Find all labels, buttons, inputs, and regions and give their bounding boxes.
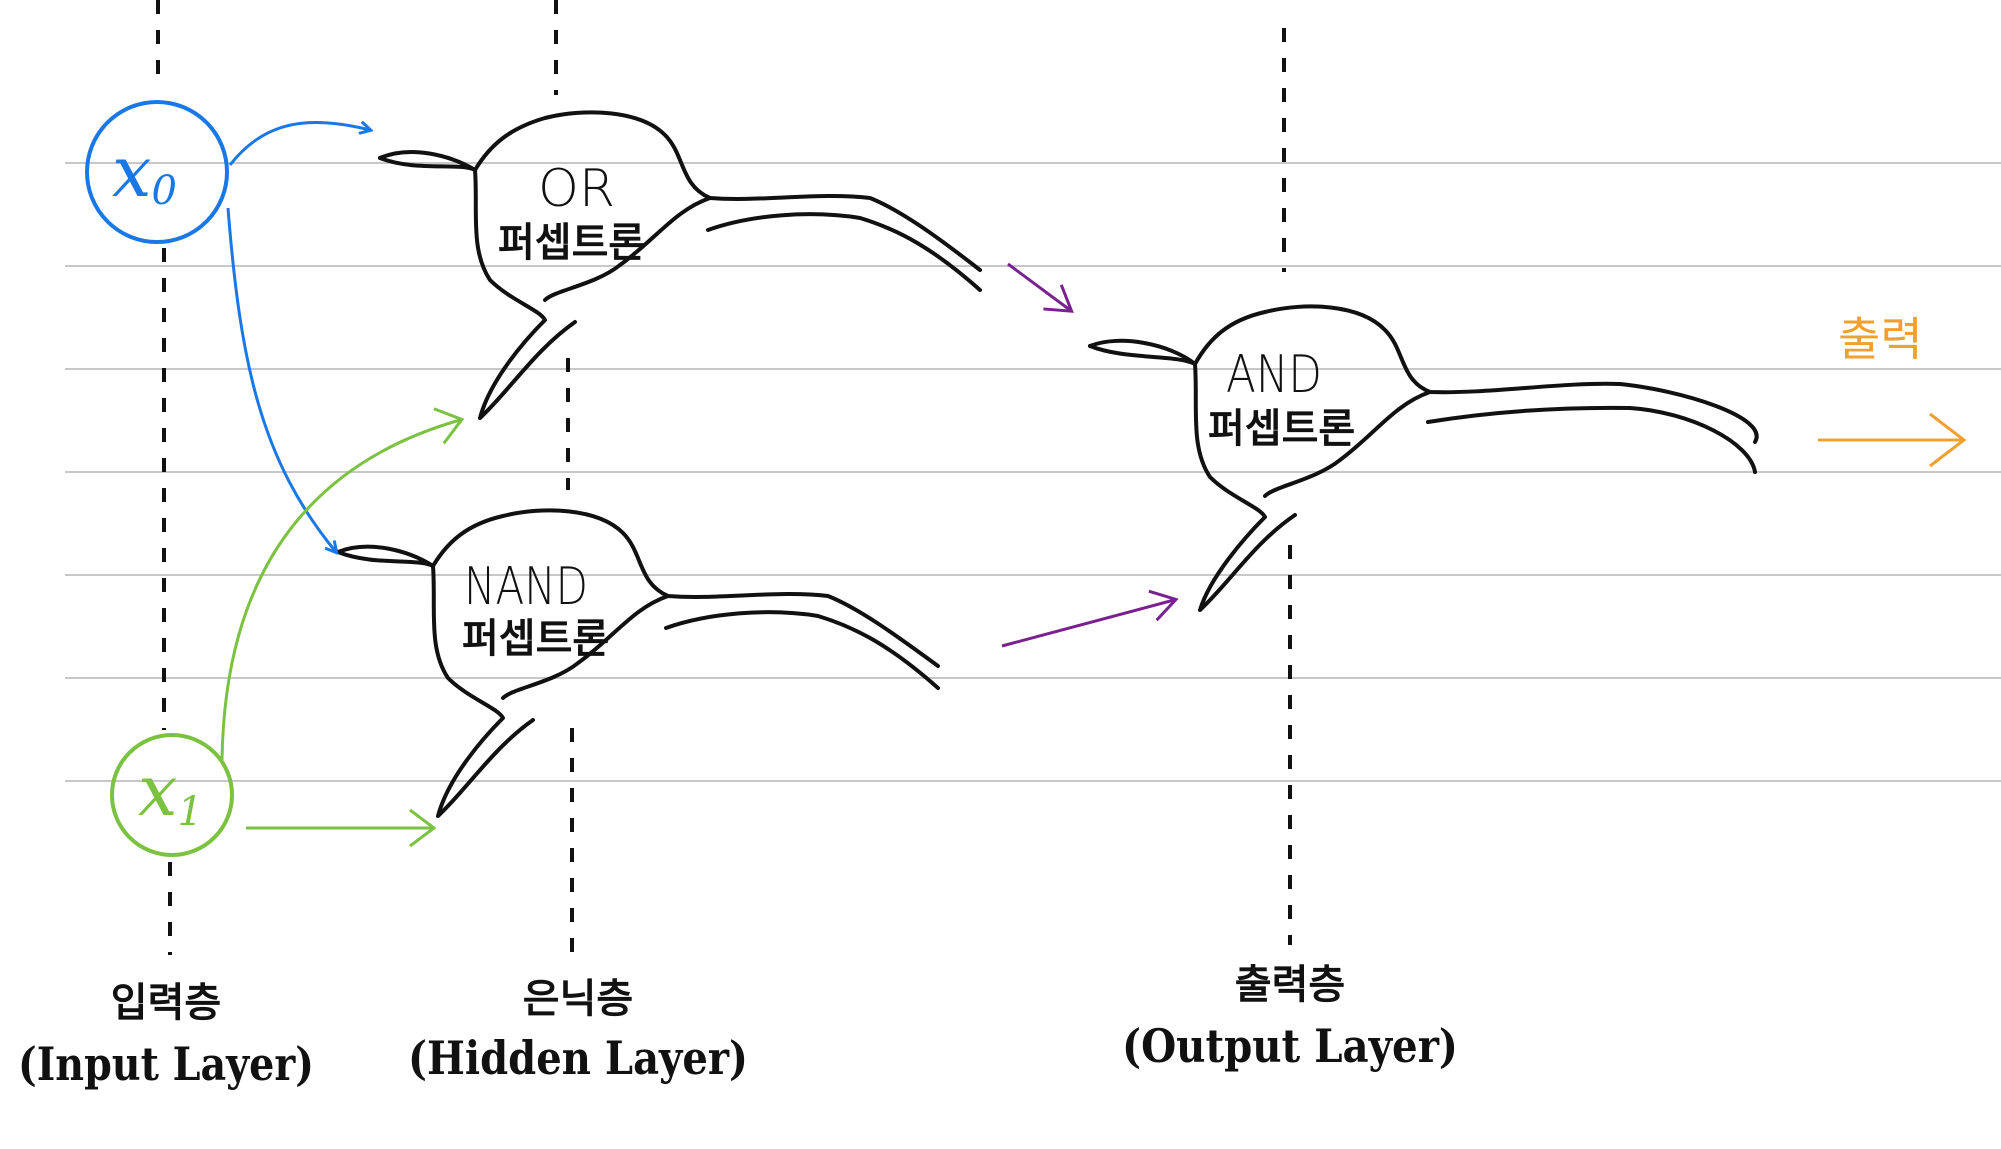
- or-gate-label: OR: [538, 159, 615, 219]
- nand-perceptron-neuron: [336, 508, 940, 818]
- x0-symbol: x: [112, 131, 151, 213]
- nand-perceptron-label: 퍼셉트론: [462, 616, 609, 662]
- edge-nand-to-and: [1001, 589, 1179, 648]
- output-layer-label-ko: 출력층: [1235, 962, 1345, 1008]
- or-perceptron-label: 퍼셉트론: [498, 220, 645, 266]
- x1-symbol: x: [138, 750, 177, 832]
- edge-x0-to-nand: [226, 207, 336, 552]
- hidden-layer-label-en: (Hidden Layer): [408, 1031, 748, 1085]
- layer-dividers: [156, 0, 1292, 955]
- edge-or-to-and: [1007, 262, 1074, 313]
- svg-text:x0: x0: [112, 131, 177, 214]
- nand-gate-label: NAND: [464, 557, 588, 617]
- and-perceptron-label: 퍼셉트론: [1208, 406, 1355, 452]
- output-layer-label-en: (Output Layer): [1122, 1019, 1458, 1073]
- and-perceptron-neuron: [1088, 304, 1759, 612]
- hidden-layer-caption: 은닉층 (Hidden Layer): [408, 976, 748, 1085]
- and-gate-label: AND: [1226, 345, 1322, 405]
- edge-x0-to-or: [228, 122, 370, 166]
- input-layer-label-ko: 입력층: [111, 980, 221, 1026]
- input-node-x1: x1: [110, 733, 234, 857]
- hidden-layer-label-ko: 은닉층: [523, 976, 633, 1022]
- ruled-lines: [65, 162, 2001, 782]
- input-layer-label-en: (Input Layer): [18, 1037, 314, 1091]
- input-layer-caption: 입력층 (Input Layer): [18, 980, 314, 1091]
- or-perceptron-neuron: [378, 110, 982, 420]
- output-label: 출력: [1838, 312, 1923, 366]
- edge-x1-to-or: [220, 407, 465, 761]
- x1-subscript: 1: [177, 789, 202, 835]
- input-node-x0: x0: [85, 100, 229, 244]
- output-layer-caption: 출력층 (Output Layer): [1122, 962, 1458, 1073]
- connections: [220, 122, 1967, 848]
- x0-subscript: 0: [151, 168, 176, 214]
- svg-text:x1: x1: [138, 750, 203, 835]
